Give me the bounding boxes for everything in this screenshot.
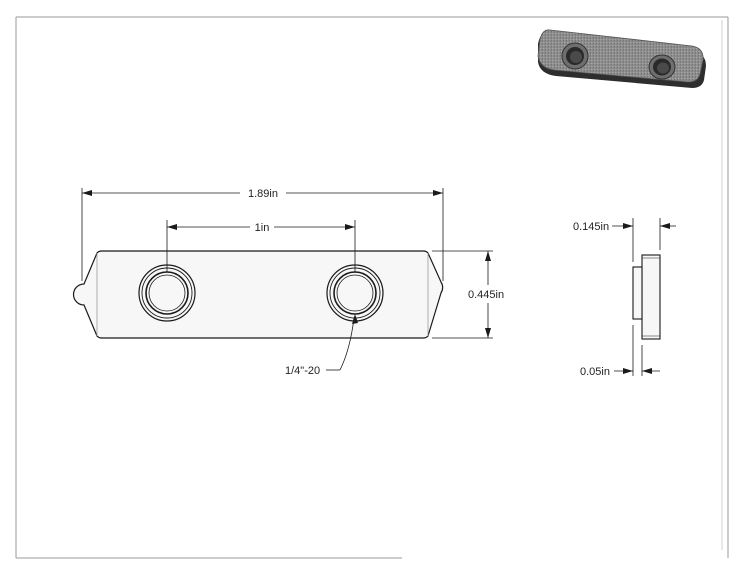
sheet-border: [15, 16, 729, 559]
dim-hole-spacing: [166, 220, 356, 272]
dim-step-label: 0.05in: [580, 366, 610, 378]
dim-overall-width-label: 1.89in: [248, 188, 278, 200]
dim-thickness-label: 0.145in: [573, 221, 609, 233]
dim-step: [614, 325, 660, 376]
side-flange: [641, 254, 661, 340]
dim-overall-width: [81, 188, 444, 281]
dim-height: [432, 250, 493, 339]
front-view: [72, 250, 444, 339]
thread-callout-label: 1/4"-20: [285, 365, 320, 377]
side-view: [632, 254, 661, 340]
dim-hole-spacing-label: 1in: [255, 222, 270, 234]
dim-thickness: [612, 218, 676, 262]
side-step: [632, 266, 643, 320]
iso-hole-right: [648, 54, 676, 80]
dim-height-label: 0.445in: [468, 289, 504, 301]
isometric-view: [537, 29, 706, 88]
part-outline: [72, 250, 444, 339]
iso-hole-left: [561, 42, 589, 70]
thread-callout-leader: [326, 314, 358, 371]
